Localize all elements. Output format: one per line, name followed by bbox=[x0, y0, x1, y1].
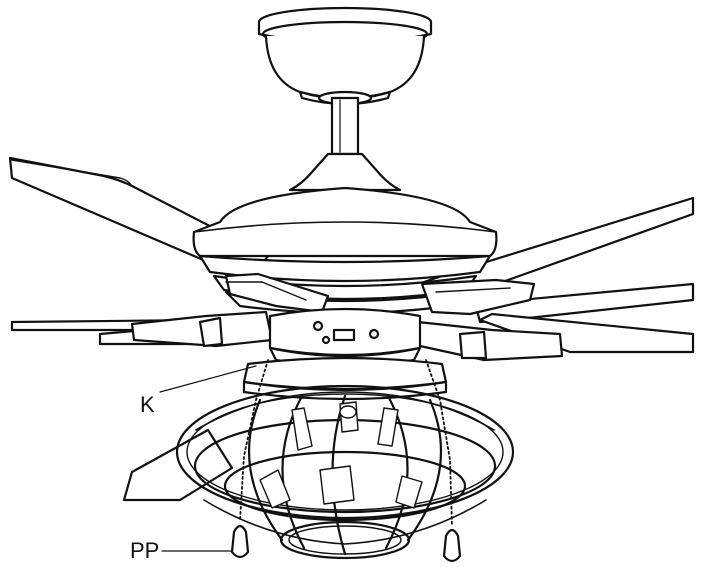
callout-pp-label: PP bbox=[130, 538, 159, 563]
canopy bbox=[257, 6, 433, 106]
light-fitter bbox=[242, 356, 448, 401]
reverse-switch bbox=[332, 328, 356, 342]
screw-left-icon bbox=[312, 320, 324, 332]
downrod bbox=[330, 96, 360, 156]
callout-k-label: K bbox=[140, 392, 155, 417]
pull-chain-right bbox=[425, 359, 453, 527]
light-cage bbox=[175, 384, 515, 560]
pull-chain-left bbox=[239, 359, 269, 521]
pull-chain-right-fob bbox=[442, 528, 462, 563]
bulbs bbox=[259, 401, 423, 509]
screw-small-icon bbox=[321, 335, 331, 345]
pull-chain-left-fob bbox=[230, 524, 250, 559]
screw-right-icon bbox=[368, 328, 380, 340]
blade-irons bbox=[130, 272, 564, 362]
downrod-collar bbox=[288, 152, 402, 192]
callout-k-leader bbox=[159, 365, 257, 393]
